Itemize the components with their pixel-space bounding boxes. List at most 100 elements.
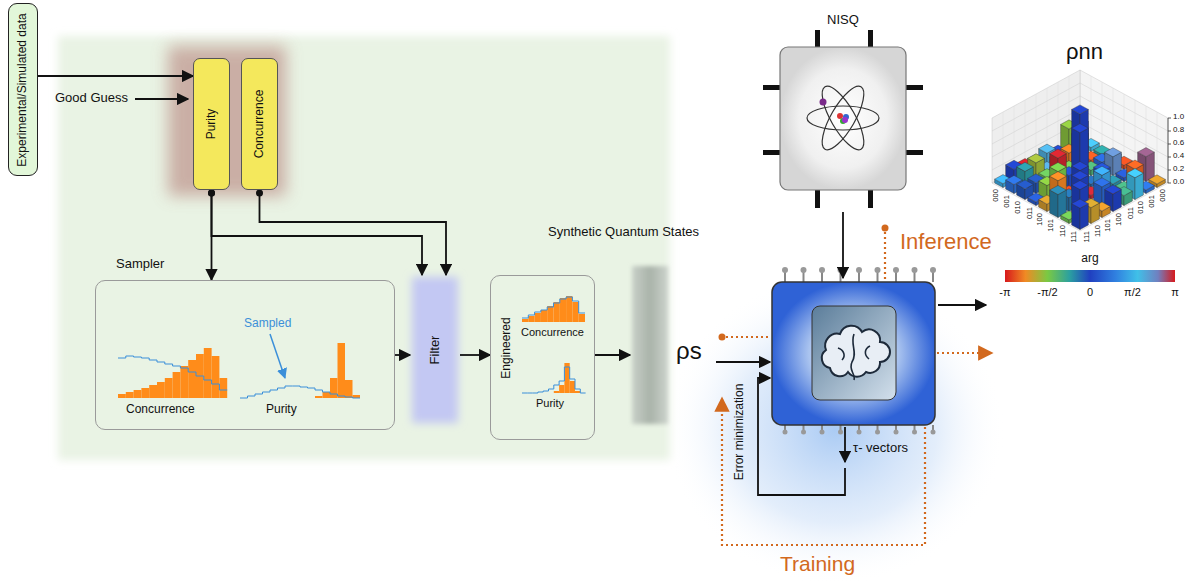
flow-arrow	[260, 190, 447, 275]
histogram-bar	[559, 385, 564, 393]
histogram-bar	[173, 372, 181, 398]
bar-top	[1050, 149, 1067, 158]
glow	[168, 46, 286, 196]
chip-pin-dot	[820, 430, 825, 435]
axis-label: 111	[1083, 231, 1091, 242]
atom-orbit	[807, 106, 879, 130]
bar-top	[1017, 180, 1034, 189]
data-source-box: Experimental/Simulated data	[8, 3, 38, 176]
axis-label: 010	[1137, 201, 1145, 214]
training-line	[722, 398, 925, 545]
histogram-bar	[323, 392, 331, 398]
axis-label: 000	[992, 189, 1000, 202]
electron	[820, 99, 827, 106]
z-tick	[1168, 144, 1171, 145]
loop-label: Error minimization	[733, 384, 746, 481]
nucleus	[842, 117, 848, 123]
chip-pin-dot	[875, 430, 880, 435]
histogram-bar	[330, 378, 338, 398]
chip-pin-dot	[912, 430, 917, 435]
bar-top	[1149, 175, 1166, 184]
chip-pin	[815, 30, 820, 47]
bar-top	[1072, 105, 1089, 114]
quantum-chip	[780, 47, 906, 190]
axis-label: 110	[1093, 225, 1101, 237]
chip-pin-dot	[931, 430, 936, 435]
histogram-bar	[141, 388, 149, 398]
pipeline-panel	[58, 36, 670, 460]
bar-top	[1127, 160, 1144, 169]
flow-arrow	[460, 354, 490, 356]
junction-dot	[208, 190, 215, 197]
bar-top	[1105, 148, 1122, 157]
colorbar-tick: π	[1171, 286, 1179, 298]
inference-line	[884, 232, 886, 281]
histogram-bar	[572, 302, 578, 322]
connector-group	[460, 355, 490, 356]
neural-core	[812, 306, 896, 400]
bar-top	[1072, 199, 1089, 208]
histogram-bar	[219, 378, 227, 398]
bar-top	[1094, 178, 1111, 187]
chip-pin-dot	[930, 267, 936, 273]
axis-label: 110	[1058, 225, 1066, 237]
histogram-bar	[157, 382, 165, 398]
axis-label: 111	[1070, 231, 1078, 242]
bar-top	[1050, 172, 1067, 181]
z-tick	[1168, 183, 1171, 184]
colorbar-tick: 0	[1087, 286, 1093, 298]
z-tick	[1168, 118, 1171, 119]
metric-box: Purity	[193, 58, 230, 190]
bar-top	[1028, 154, 1045, 163]
input-arrow	[135, 98, 188, 100]
histogram-bar	[165, 378, 173, 398]
mode-label: Inference	[900, 230, 992, 254]
bar-top	[1094, 166, 1111, 175]
junction-dot	[256, 190, 263, 197]
node-label: Engineered	[500, 317, 513, 378]
training-line	[726, 336, 771, 338]
junction-dot	[208, 190, 215, 197]
z-tick	[1168, 170, 1171, 171]
nucleus	[837, 113, 843, 119]
chip-pin-dot	[856, 267, 862, 273]
node-label: NISQ	[827, 13, 859, 27]
flow-arrow	[38, 75, 193, 77]
histogram-bar	[126, 392, 134, 398]
bar-top	[1050, 162, 1067, 171]
histogram-bar	[188, 360, 196, 398]
chip-pin-dot	[838, 430, 843, 435]
colorbar	[1005, 270, 1175, 282]
histogram-bar	[180, 366, 188, 398]
node-label: Sampler	[116, 257, 164, 271]
axis-label: 001	[1148, 195, 1156, 208]
node-text: Concurrence	[521, 326, 584, 338]
histogram-outline	[118, 356, 227, 390]
axis-label: 100	[1115, 213, 1123, 226]
node-label: Filter	[428, 336, 442, 365]
chip-pin	[868, 30, 873, 47]
histogram-outline	[522, 367, 586, 393]
flow-arrow	[395, 354, 410, 356]
histogram-bar	[554, 391, 559, 393]
node-label: Purity	[205, 109, 218, 140]
nisq-arrow	[842, 212, 844, 278]
chip-pin-dot	[801, 430, 806, 435]
connector-group	[256, 190, 446, 276]
histogram-bar	[579, 314, 585, 322]
error-loop	[758, 378, 845, 495]
sampler-box: SamplerConcurrencePuritySampled	[95, 280, 395, 430]
chip-pin-dot	[912, 267, 918, 273]
nisq-box: NISQ	[778, 45, 908, 190]
chip-pin-dot	[782, 267, 788, 273]
flow-arrow	[595, 354, 630, 356]
section-label: Synthetic Quantum States	[548, 225, 699, 239]
node-label: ρs	[676, 338, 702, 364]
node-label: Concurrence	[253, 90, 266, 159]
axis-label: 101	[1104, 219, 1112, 232]
neural-chip	[772, 282, 935, 425]
bar-top	[1072, 124, 1089, 133]
histogram-bar	[575, 391, 580, 393]
